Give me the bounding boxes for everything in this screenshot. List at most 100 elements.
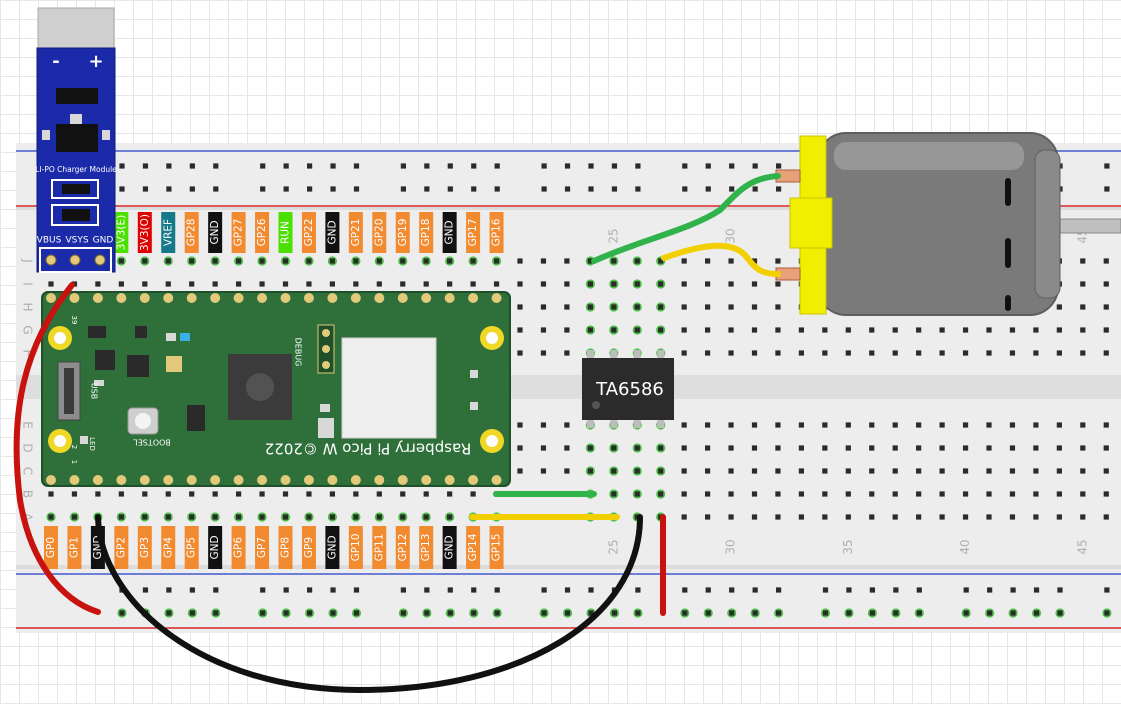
charger-jumper-2 <box>51 204 99 226</box>
hole <box>681 350 687 356</box>
rail-hole <box>400 163 406 169</box>
hole <box>775 350 781 356</box>
rail-hole <box>963 610 969 616</box>
castellation <box>303 293 314 303</box>
hole <box>798 514 804 520</box>
hole <box>1103 350 1109 356</box>
hole <box>611 281 617 287</box>
hole <box>705 468 711 474</box>
rail-hole <box>916 610 922 616</box>
row-letter: G <box>21 325 35 334</box>
hole <box>728 445 734 451</box>
pin-label-bg <box>301 526 316 569</box>
castellation <box>46 475 56 485</box>
rail-hole <box>166 587 172 593</box>
rail-hole <box>353 163 360 169</box>
castellation <box>69 293 80 303</box>
rail-hole <box>635 587 641 593</box>
hole <box>681 422 687 428</box>
hole <box>869 350 875 356</box>
hole <box>681 445 687 451</box>
row-letter: H <box>21 302 35 311</box>
rail-hole <box>494 186 500 192</box>
hole <box>705 258 711 264</box>
pin-label: GP15 <box>491 534 503 562</box>
hole <box>681 258 687 264</box>
rail-hole <box>400 610 406 616</box>
rail-hole <box>564 587 571 593</box>
charger-title: LI-PO Charger Module <box>35 165 117 174</box>
hole <box>939 327 945 333</box>
charger-header-pin-2 <box>69 254 81 266</box>
hole <box>1009 350 1016 356</box>
hole <box>189 258 195 264</box>
rail-hole <box>213 587 219 593</box>
hole <box>681 281 687 287</box>
pin-label: GP14 <box>467 533 479 561</box>
hole <box>1009 445 1016 451</box>
pin-label-bg <box>161 526 176 569</box>
hole <box>1056 304 1062 310</box>
pin-label: GP12 <box>397 534 409 562</box>
rail-hole <box>564 186 571 192</box>
hole <box>1056 350 1062 356</box>
hole <box>939 422 945 428</box>
hole <box>775 327 781 333</box>
hole <box>962 514 969 520</box>
hole <box>376 514 382 520</box>
pin-label: GP10 <box>350 534 362 562</box>
hole <box>775 281 781 287</box>
hole <box>845 491 851 497</box>
hole <box>423 281 429 287</box>
pin-label-bg <box>161 212 176 253</box>
rail-hole <box>424 163 430 169</box>
rail-hole <box>705 587 711 593</box>
pin-label: GP22 <box>303 219 315 247</box>
rail-hole <box>1057 610 1063 616</box>
column-number: 40 <box>958 539 972 554</box>
charger-pin-vbus: VBUS <box>37 236 62 246</box>
hole <box>587 258 593 264</box>
rail-hole <box>752 610 758 616</box>
hole <box>892 468 898 474</box>
pin-label: GP27 <box>233 219 245 247</box>
hole <box>259 258 265 264</box>
hole <box>751 491 758 497</box>
pin-label-bg <box>348 526 363 569</box>
raspberry-logo <box>246 373 274 401</box>
hole <box>658 327 664 333</box>
hole <box>634 327 640 333</box>
hole <box>611 445 617 451</box>
top-rail-divider <box>16 207 1121 210</box>
hole <box>775 514 781 520</box>
hole <box>775 422 781 428</box>
hole <box>236 514 242 520</box>
rail-hole <box>424 587 430 593</box>
rail-hole <box>400 587 406 593</box>
rail-hole <box>541 587 547 593</box>
hole <box>540 304 547 310</box>
hole <box>329 491 335 497</box>
rail-hole <box>166 610 172 616</box>
mount-hole-br-inner <box>486 435 498 447</box>
hole <box>259 514 265 520</box>
hole <box>1033 327 1039 333</box>
castellation <box>46 293 56 303</box>
castellation <box>139 293 150 303</box>
pin-label: GND <box>326 220 338 244</box>
rail-hole <box>283 587 289 593</box>
hole <box>916 491 922 497</box>
pin-label-bg <box>231 526 246 569</box>
smd-part-3 <box>166 356 182 372</box>
rail-hole <box>729 587 735 593</box>
rail-hole <box>307 587 313 593</box>
pin-label-bg <box>372 212 387 253</box>
castellation <box>163 475 174 485</box>
hole <box>916 468 922 474</box>
hole <box>798 491 804 497</box>
hole <box>282 258 289 264</box>
rail-hole <box>307 610 313 616</box>
hole <box>705 491 711 497</box>
wire-black-long <box>95 514 643 694</box>
charger-header-pin-3 <box>94 254 106 266</box>
